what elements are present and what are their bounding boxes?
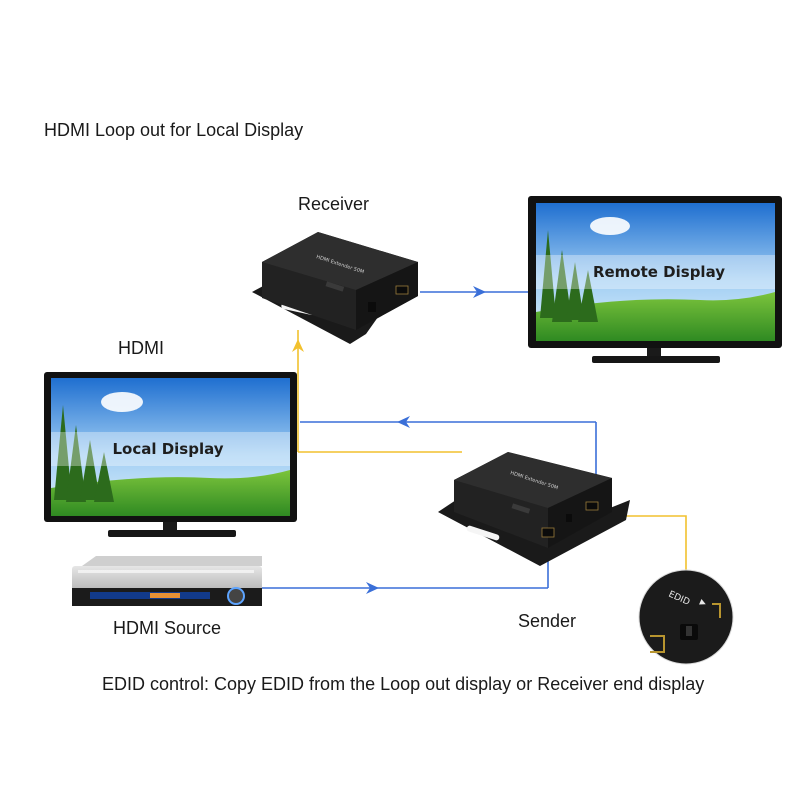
hdmi-source-label: HDMI Source — [113, 618, 222, 638]
remote-display-label: Remote Display — [593, 263, 725, 281]
diagram-title: HDMI Loop out for Local Display — [44, 120, 304, 140]
local-display-label: Local Display — [112, 440, 223, 458]
local-display-tv: Local Display — [44, 372, 297, 537]
arrow-to-remote — [473, 286, 486, 298]
hdmi-label: HDMI — [118, 338, 164, 358]
edid-caption: EDID control: Copy EDID from the Loop ou… — [102, 674, 705, 694]
receiver-device: HDMI Extender 50M — [252, 232, 418, 344]
sender-label: Sender — [518, 611, 577, 631]
receiver-label: Receiver — [298, 194, 370, 214]
edid-callout: EDID — [638, 569, 734, 665]
remote-display-tv: Remote Display — [528, 196, 782, 363]
dvd-player — [72, 556, 262, 606]
arrow-to-sender — [366, 582, 379, 594]
arrow-left — [397, 416, 410, 428]
arrow-up-yellow — [292, 339, 304, 352]
sender-device: HDMI Extender 50M — [438, 452, 630, 566]
